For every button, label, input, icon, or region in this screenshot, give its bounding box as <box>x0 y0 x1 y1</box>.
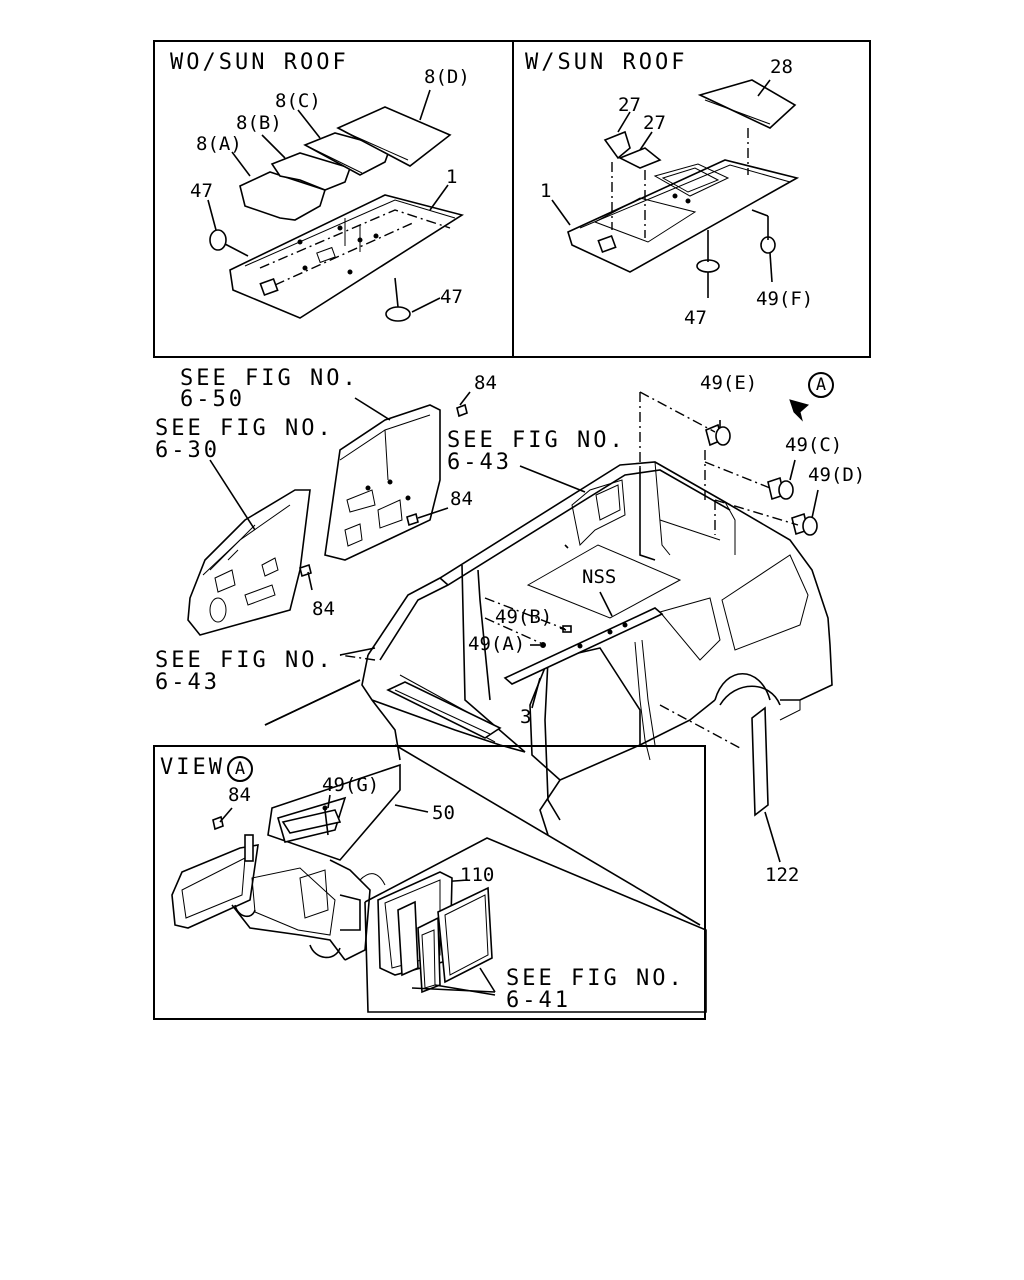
callout-110: 110 <box>460 864 495 886</box>
callout-27-b: 27 <box>643 112 666 134</box>
view-a-vehicle <box>171 763 401 961</box>
view-a-marker: A <box>808 372 834 398</box>
callout-47-left-bottom: 47 <box>440 286 463 308</box>
see-fig-prefix-6-43-left: SEE FIG NO. <box>155 648 334 673</box>
view-a-inset <box>364 837 707 1013</box>
callout-8d: 8(D) <box>424 66 470 88</box>
w-sun-roof-title: W/SUN ROOF <box>525 50 688 75</box>
callout-50: 50 <box>432 802 455 824</box>
see-fig-6-41: 6-41 <box>506 988 571 1013</box>
callout-49g: 49(G) <box>322 774 380 796</box>
view-a-marker-letter: A <box>808 372 834 398</box>
callout-28: 28 <box>770 56 793 78</box>
callout-49e: 49(E) <box>700 372 758 394</box>
callout-8c: 8(C) <box>275 90 321 112</box>
clip-47-left <box>209 229 411 322</box>
callout-47-right: 47 <box>684 307 707 329</box>
panel-w-sun-roof <box>512 40 871 358</box>
callout-49f: 49(F) <box>756 288 814 310</box>
callout-49a: 49(A) <box>468 633 526 655</box>
leader-lines-wo <box>207 89 449 313</box>
callout-1-right: 1 <box>540 180 552 202</box>
callout-3: 3 <box>520 706 532 728</box>
front-door-trim <box>187 489 311 636</box>
see-fig-prefix-6-41: SEE FIG NO. <box>506 966 685 991</box>
callout-84-a: 84 <box>474 372 497 394</box>
see-fig-prefix-6-43-top: SEE FIG NO. <box>447 428 626 453</box>
callout-122: 122 <box>765 864 800 886</box>
callout-nss: NSS <box>582 566 617 588</box>
callout-8b: 8(B) <box>236 112 282 134</box>
callout-8a: 8(A) <box>196 133 242 155</box>
callout-84-view: 84 <box>228 784 251 806</box>
view-a-title-text: VIEW <box>160 755 225 780</box>
callout-49c: 49(C) <box>785 434 843 456</box>
screw-49c <box>767 476 794 501</box>
scuff-plate <box>386 681 502 739</box>
callout-47-left: 47 <box>190 180 213 202</box>
see-fig-6-43-left: 6-43 <box>155 670 220 695</box>
see-fig-6-30: 6-30 <box>155 438 220 463</box>
pad-84 <box>299 403 468 578</box>
pillar-garnish-122 <box>751 706 769 817</box>
callout-49b: 49(B) <box>495 606 553 628</box>
callout-49d: 49(D) <box>808 464 866 486</box>
callout-1-left: 1 <box>446 166 458 188</box>
vehicle-body <box>264 461 833 836</box>
callout-84-b: 84 <box>450 488 473 510</box>
sunroof-part-28 <box>697 79 797 129</box>
see-fig-6-50: 6-50 <box>180 387 245 412</box>
rear-door-trim <box>324 404 441 561</box>
callout-84-c: 84 <box>312 598 335 620</box>
screw-49d <box>791 512 818 536</box>
see-fig-prefix-6-50: SEE FIG NO. <box>180 366 359 391</box>
see-fig-6-43-top: 6-43 <box>447 450 512 475</box>
view-a-title-marker: A <box>226 756 253 782</box>
sunroof-part-27 <box>603 130 662 169</box>
panel-view-a <box>153 745 706 1020</box>
headliner-wo-sunroof <box>229 194 464 319</box>
leader-lines-main <box>209 391 819 926</box>
see-fig-prefix-6-30: SEE FIG NO. <box>155 416 334 441</box>
screw-49e <box>705 423 731 447</box>
clips-w-sunroof <box>696 236 776 273</box>
headliner-w-sunroof <box>567 159 800 273</box>
insulator-8b <box>270 152 352 191</box>
leader-lines-w <box>551 79 773 298</box>
view-arrow <box>789 399 810 422</box>
roof-side-garnish-3 <box>503 607 664 685</box>
callout-27-a: 27 <box>618 94 641 116</box>
insulator-8d <box>336 106 452 167</box>
wo-sun-roof-title: WO/SUN ROOF <box>170 50 349 75</box>
